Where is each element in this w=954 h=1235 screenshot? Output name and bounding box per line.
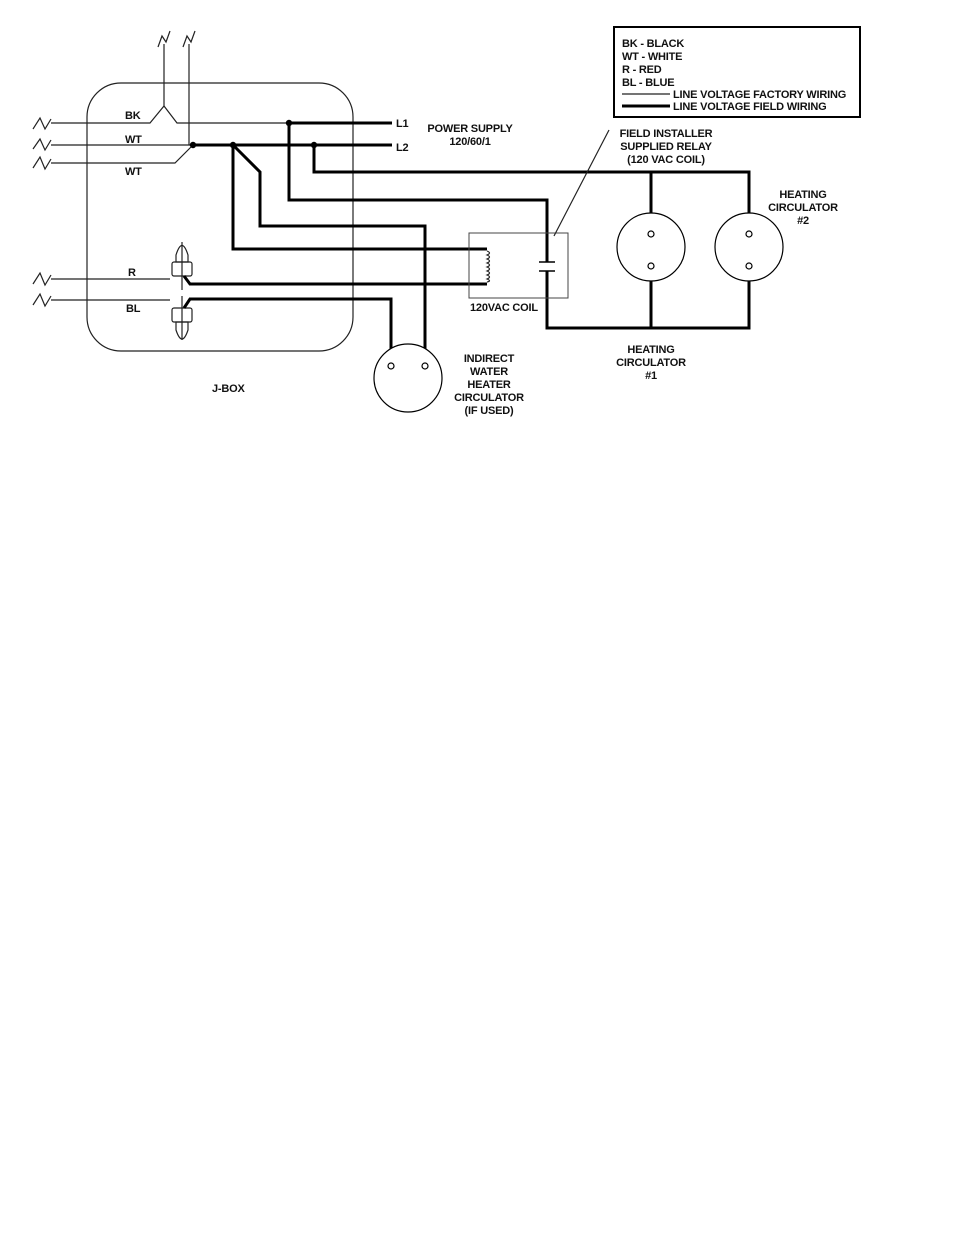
legend: BK - BLACK WT - WHITE R - RED BL - BLUE … xyxy=(614,27,860,117)
relay-coil-label: 120VAC COIL xyxy=(470,302,538,314)
relay-note-2: SUPPLIED RELAY xyxy=(620,141,712,153)
heating-circulator-1-label-3: #1 xyxy=(645,370,657,382)
legend-entry-wt: WT - WHITE xyxy=(622,51,682,63)
jbox-label: J-BOX xyxy=(212,383,245,395)
relay-note-1: FIELD INSTALLER xyxy=(620,128,713,140)
junction-l1 xyxy=(286,120,292,126)
indirect-circulator-label-3: HEATER xyxy=(467,379,510,391)
indirect-circulator-label-1: INDIRECT xyxy=(464,353,515,365)
heating-circulator-2-label-3: #2 xyxy=(797,215,809,227)
wire-label-wt-2: WT xyxy=(125,166,142,178)
heating-circulator-2-label-1: HEATING xyxy=(779,189,826,201)
legend-factory-wiring: LINE VOLTAGE FACTORY WIRING xyxy=(673,89,846,101)
indirect-circulator-label-5: (IF USED) xyxy=(465,405,514,417)
legend-entry-bl: BL - BLUE xyxy=(622,77,674,89)
junction-wt xyxy=(190,142,196,148)
relay-coil-icon xyxy=(487,251,490,282)
supply-l2-label: L2 xyxy=(396,142,409,154)
indirect-circulator-label-2: WATER xyxy=(470,366,508,378)
heating-circulator-1-label-2: CIRCULATOR xyxy=(616,357,686,369)
left-cable-breaks xyxy=(33,118,51,306)
relay-note-3: (120 VAC COIL) xyxy=(627,154,705,166)
junction-l2-a xyxy=(230,142,236,148)
wire-label-bk: BK xyxy=(125,110,141,122)
indirect-circulator-label-4: CIRCULATOR xyxy=(454,392,524,404)
top-cable-breaks xyxy=(158,31,195,108)
wire-label-wt-1: WT xyxy=(125,134,142,146)
legend-field-wiring: LINE VOLTAGE FIELD WIRING xyxy=(673,101,826,113)
supply-l1-label: L1 xyxy=(396,118,409,130)
heating-circulator-1-label-1: HEATING xyxy=(627,344,674,356)
relay-box xyxy=(469,233,568,298)
heating-circulator-2: HEATING CIRCULATOR #2 xyxy=(715,189,838,281)
power-supply-rating: 120/60/1 xyxy=(449,136,490,148)
legend-entry-r: R - RED xyxy=(622,64,662,76)
relay: 120VAC COIL xyxy=(469,233,568,314)
indirect-circulator: INDIRECT WATER HEATER CIRCULATOR (IF USE… xyxy=(374,344,524,417)
wire-label-r: R xyxy=(128,267,136,279)
power-supply-title: POWER SUPPLY xyxy=(427,123,513,135)
junction-l2-b xyxy=(311,142,317,148)
relay-leader-line xyxy=(554,130,609,236)
wire-label-bl: BL xyxy=(126,303,141,315)
legend-entry-bk: BK - BLACK xyxy=(622,38,684,50)
heating-circulator-2-label-2: CIRCULATOR xyxy=(768,202,838,214)
